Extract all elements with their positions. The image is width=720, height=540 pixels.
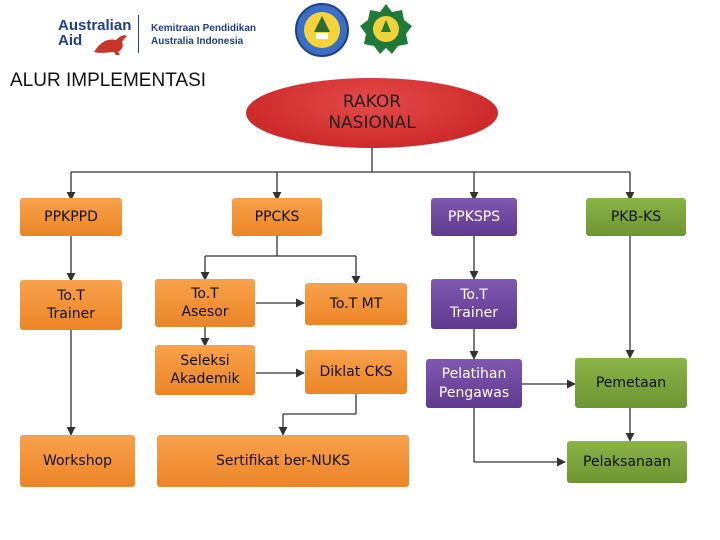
- ppcks-node: PPCKS: [232, 198, 322, 236]
- kangaroo-icon: [94, 35, 127, 55]
- tot-mt-node: To.T MT: [305, 283, 407, 325]
- ppksps-node: PPKSPS: [431, 198, 517, 236]
- pkb-ks-node: PKB-KS: [586, 198, 686, 236]
- rakor-nasional-node: RAKOR NASIONAL: [246, 78, 498, 148]
- pelaksanaan-node: Pelaksanaan: [567, 441, 687, 483]
- logo-line2: Aid: [58, 32, 83, 49]
- partner-line1: Kemitraan Pendidikan: [151, 23, 257, 34]
- australian-aid-logo: Australian Aid: [58, 17, 148, 55]
- logo-divider: [138, 15, 139, 53]
- ppkppd-node: PPKPPD: [20, 198, 122, 236]
- pelatihan-pengawas-node: Pelatihan Pengawas: [426, 359, 522, 408]
- tut-wuri-emblem-icon: [295, 3, 349, 57]
- diklat-cks-node: Diklat CKS: [305, 350, 407, 394]
- partner-text: Kemitraan Pendidikan Australia Indonesia: [151, 22, 256, 48]
- partner-line2: Australia Indonesia: [151, 36, 244, 47]
- tot-trainer-node-1: To.T Trainer: [20, 280, 122, 330]
- kemenag-emblem-icon: [360, 4, 412, 54]
- tot-trainer-node-2: To.T Trainer: [431, 279, 517, 329]
- workshop-node: Workshop: [20, 435, 135, 487]
- pemetaan-node: Pemetaan: [575, 358, 687, 408]
- seleksi-akademik-node: Seleksi Akademik: [155, 345, 255, 395]
- logo-line1: Australian: [58, 17, 132, 34]
- tot-asesor-node: To.T Asesor: [155, 279, 255, 327]
- page-title: ALUR IMPLEMENTASI: [10, 70, 207, 91]
- sertifikat-nuks-node: Sertifikat ber-NUKS: [157, 435, 409, 487]
